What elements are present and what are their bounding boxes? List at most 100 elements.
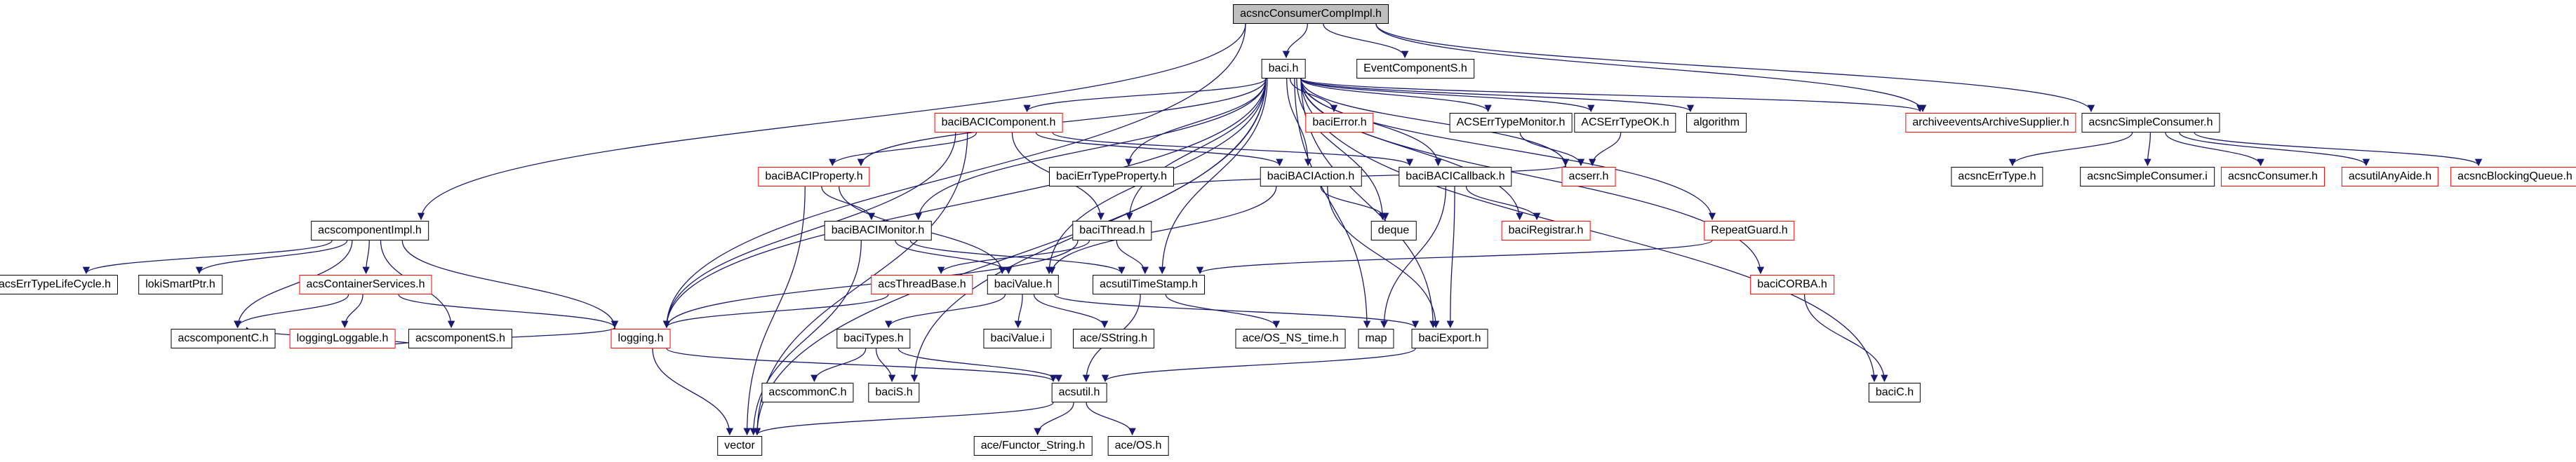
edge-acsutil-to-vector <box>753 402 1054 436</box>
node-bacicorba[interactable]: baciCORBA.h <box>1750 275 1834 294</box>
node-bacis: baciS.h <box>868 383 920 402</box>
node-acsncsimpleconsumeri: acsncSimpleConsumer.i <box>2080 167 2215 186</box>
edge-baci-to-bacibaciaction <box>1286 78 1312 167</box>
edge-logging-to-vector <box>652 348 734 436</box>
edge-baci-to-algorithm <box>1300 78 1694 113</box>
edge-bacitypes-to-acscommonc <box>810 348 867 383</box>
node-bacithread[interactable]: baciThread.h <box>1072 221 1152 240</box>
node-bacibaciproperty[interactable]: baciBACIProperty.h <box>758 167 870 186</box>
node-bacitypes[interactable]: baciTypes.h <box>836 329 911 348</box>
node-bacibacimonitor[interactable]: baciBACIMonitor.h <box>824 221 932 240</box>
node-bacierrtypeproperty[interactable]: baciErrTypeProperty.h <box>1049 167 1174 186</box>
node-acsutiltimestamp[interactable]: acsutilTimeStamp.h <box>1093 275 1205 294</box>
edge-main-to-baci <box>1282 23 1308 59</box>
node-baciregistrar[interactable]: baciRegistrar.h <box>1501 221 1591 240</box>
edge-bacibacicomponent-to-bacibaciproperty <box>829 132 977 167</box>
edge-bacibacimonitor-to-vector <box>749 240 862 436</box>
node-acserr[interactable]: acserr.h <box>1561 167 1616 186</box>
node-baci[interactable]: baci.h <box>1261 59 1306 79</box>
node-aceos: ace/OS.h <box>1107 436 1169 456</box>
edge-baci-to-archiveevents <box>1300 78 1924 113</box>
node-bacic: baciC.h <box>1868 383 1921 402</box>
node-acsncconsumer[interactable]: acsncConsumer.h <box>2220 167 2325 186</box>
edge-bacibaciaction-to-bacivalue <box>1048 186 1277 275</box>
node-baciexport[interactable]: baciExport.h <box>1411 329 1488 348</box>
edge-main-to-eventcomponents <box>1323 23 1409 59</box>
node-acscomponentimpl[interactable]: acscomponentImpl.h <box>311 221 429 240</box>
node-acserrtypemonitor[interactable]: ACSErrTypeMonitor.h <box>1449 113 1573 133</box>
edge-baci-to-acserrtypemonitor <box>1300 78 1492 113</box>
node-acsncerrtype[interactable]: acsncErrType.h <box>1951 167 2043 186</box>
edge-baci-to-bacibaciproperty <box>857 78 1267 167</box>
edge-bacitypes-to-acsutil <box>897 348 1062 383</box>
edge-acsncsimpleconsumer-to-acsncblockingqueue <box>2194 132 2483 167</box>
node-bacibacicallback[interactable]: baciBACICallback.h <box>1399 167 1512 186</box>
edge-baciexport-to-acsutil <box>1101 348 1416 383</box>
node-repeatguard[interactable]: RepeatGuard.h <box>1704 221 1795 240</box>
node-acsthreadbase[interactable]: acsThreadBase.h <box>871 275 973 294</box>
edge-acserrtypeok-to-acserr <box>1589 132 1622 167</box>
node-bacibacicomponent[interactable]: baciBACIComponent.h <box>934 113 1063 133</box>
node-acserrtypelifecycle[interactable]: acsErrTypeLifeCycle.h <box>0 275 119 294</box>
edge-acsutil-to-aceos <box>1086 402 1136 436</box>
edge-bacivalue-to-bacitypes <box>885 294 1006 329</box>
node-acsncblockingqueue[interactable]: acsncBlockingQueue.h <box>2450 167 2576 186</box>
node-algorithm: algorithm <box>1686 113 1747 133</box>
edge-acscomponentimpl-to-logging <box>401 240 619 329</box>
node-acscontainerservices[interactable]: acsContainerServices.h <box>299 275 432 294</box>
node-main[interactable]: acsncConsumerCompImpl.h <box>1233 4 1389 24</box>
node-deque: deque <box>1370 221 1417 240</box>
edge-baci-to-baciregistrar <box>1300 78 1523 221</box>
node-logging[interactable]: logging.h <box>610 329 671 348</box>
node-acscomponents: acscomponentS.h <box>408 329 513 348</box>
edge-main-to-logging <box>662 23 1246 329</box>
edge-main-to-acscomponentimpl <box>417 23 1246 221</box>
edge-repeatguard-to-acsutiltimestamp <box>1196 240 1713 275</box>
edge-bacierrtypeproperty-to-acserr <box>1168 164 1569 187</box>
edge-bacibaciproperty-to-bacibacimonitor <box>821 186 876 221</box>
edge-bacibaciaction-to-deque <box>1320 186 1389 221</box>
edge-baci-to-map <box>1294 78 1371 329</box>
edge-main-to-archiveevents <box>1375 23 1927 113</box>
node-bacivalue[interactable]: baciValue.h <box>987 275 1060 294</box>
node-bacierror[interactable]: baciError.h <box>1305 113 1374 133</box>
node-loggingloggable[interactable]: loggingLoggable.h <box>289 329 396 348</box>
node-acesstring: ace/SString.h <box>1072 329 1155 348</box>
edge-baci-to-bacierror <box>1289 78 1338 113</box>
node-bacivaluei: baciValue.i <box>983 329 1052 348</box>
edge-bacicorba-to-bacic <box>1803 294 1888 383</box>
node-acsutilanyaide[interactable]: acsutilAnyAide.h <box>2341 167 2439 186</box>
edge-bacivalue-to-bacivaluei <box>1014 294 1023 329</box>
node-aceosnstime: ace/OS_NS_time.h <box>1235 329 1346 348</box>
node-acserrtypeok[interactable]: ACSErrTypeOK.h <box>1574 113 1676 133</box>
edge-bacibacicomponent-to-logging <box>662 132 956 329</box>
edge-baci-to-logging <box>662 78 1267 329</box>
edge-baci-to-acsutiltimestamp <box>1159 78 1268 275</box>
edge-acscomponentimpl-to-lokismartptr <box>195 240 348 275</box>
node-vector: vector <box>717 436 762 456</box>
edge-bacithread-to-acsthreadbase <box>937 240 1090 275</box>
node-bacibaciaction[interactable]: baciBACIAction.h <box>1260 167 1362 186</box>
edge-bacibaciaction-to-baciexport <box>1327 186 1440 329</box>
edge-baci-to-acserrtypeok <box>1300 78 1595 113</box>
node-acsutil[interactable]: acsutil.h <box>1051 383 1107 402</box>
edge-acscomponentimpl-to-acscomponentc <box>234 240 353 329</box>
edge-bacithread-to-acsutiltimestamp <box>1116 240 1149 275</box>
edge-acsutiltimestamp-to-aceosnstime <box>1165 294 1280 329</box>
edge-acsutil-to-acefunctorstring <box>1034 402 1074 436</box>
node-archiveevents[interactable]: archiveeventsArchiveSupplier.h <box>1905 113 2076 133</box>
node-acscomponentc: acscomponentC.h <box>171 329 276 348</box>
edge-acscontainerservices-to-acscomponentc <box>234 294 349 329</box>
node-acscommonc: acscommonC.h <box>761 383 854 402</box>
edge-acsncsimpleconsumer-to-acsncerrtype <box>2008 132 2133 167</box>
node-lokismartptr[interactable]: lokiSmartPtr.h <box>138 275 222 294</box>
edge-acsncsimpleconsumer-to-acsutilanyaide <box>2179 132 2370 167</box>
node-acefunctorstring: ace/Functor_String.h <box>973 436 1093 456</box>
edge-bacibacicomponent-to-bacibaciaction <box>1035 132 1283 167</box>
edge-acsncsimpleconsumer-to-acsncconsumer <box>2165 132 2264 167</box>
edge-baci-to-bacibacicomponent <box>1023 78 1267 113</box>
edge-bacivalue-to-baciexport <box>1054 294 1419 329</box>
edge-acscomponentimpl-to-acserrtypelifecycle <box>82 240 333 275</box>
node-acsncsimpleconsumer[interactable]: acsncSimpleConsumer.h <box>2081 113 2220 133</box>
